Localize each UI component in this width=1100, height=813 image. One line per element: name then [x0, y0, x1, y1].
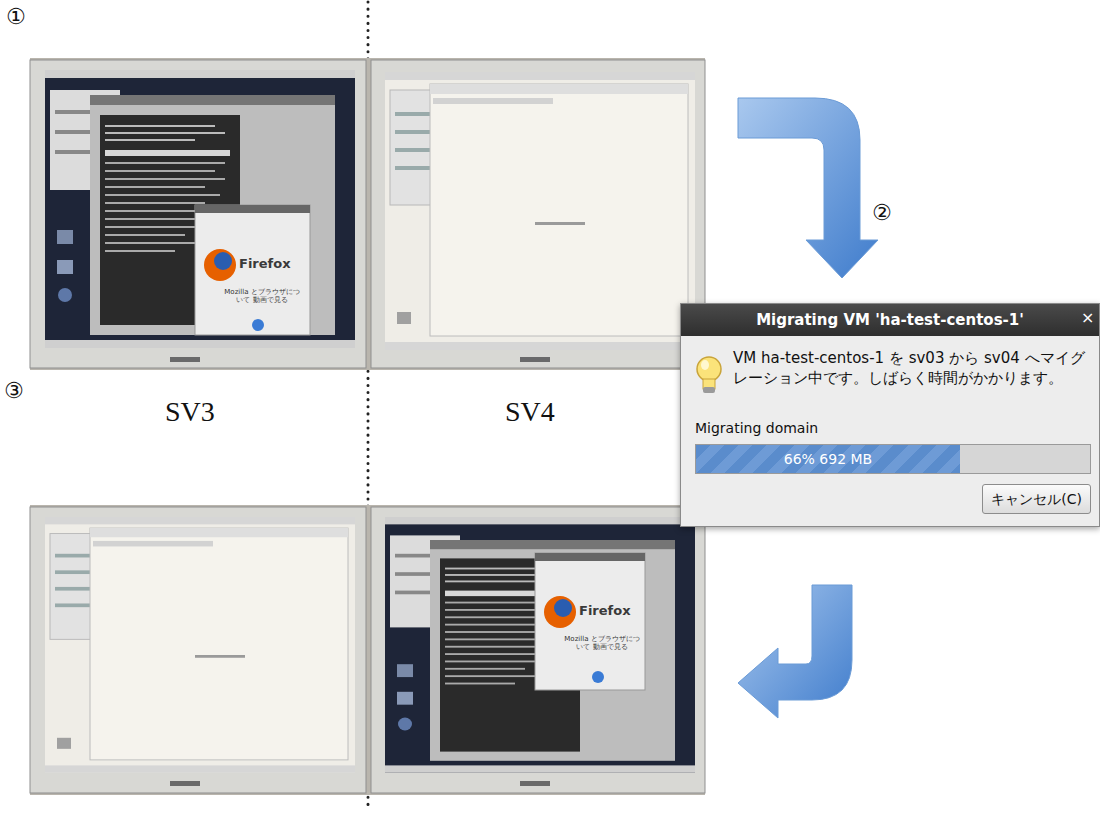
server-label: SV3: [165, 396, 215, 428]
callout-number: ②: [872, 200, 892, 225]
screen-text: Firefox: [239, 256, 291, 271]
message-row: VM ha-test-centos-1 を sv03 から sv04 へマイグレ…: [681, 336, 1099, 398]
dialog-title: Migrating VM 'ha-test-centos-1': [756, 311, 1024, 329]
callout-number: ①: [6, 4, 26, 29]
progress-slot: 66% 692 MB: [681, 444, 1099, 474]
flow-arrow: [738, 98, 878, 278]
progress-bar: 66% 692 MB: [695, 444, 1091, 474]
progress-caption: Migrating domain: [681, 398, 1099, 436]
server-label: SV4: [505, 396, 555, 428]
button-row: キャンセル(C): [681, 474, 1099, 526]
progress-text: 66% 692 MB: [696, 445, 960, 473]
screen-text: Mozilla とブラウザについて 動画で見る: [562, 635, 642, 652]
monitor-photo: [30, 505, 705, 795]
monitor-photo: [30, 58, 705, 370]
callout-number: ③: [4, 378, 24, 403]
screen-text: Firefox: [579, 603, 631, 618]
lightbulb-icon: [693, 354, 725, 398]
dialog-message: VM ha-test-centos-1 を sv03 から sv04 へマイグレ…: [733, 348, 1089, 389]
title-bar: Migrating VM 'ha-test-centos-1': [681, 304, 1099, 336]
flow-arrow: [738, 585, 852, 718]
cancel-button: キャンセル(C): [982, 484, 1091, 514]
close-button: ×: [1081, 308, 1094, 327]
screen-text: Mozilla とブラウザについて 動画で見る: [222, 288, 302, 305]
button-text: キャンセル(C): [991, 491, 1082, 507]
dialog-window: Migrating VM 'ha-test-centos-1' VM ha-tes…: [680, 303, 1100, 527]
